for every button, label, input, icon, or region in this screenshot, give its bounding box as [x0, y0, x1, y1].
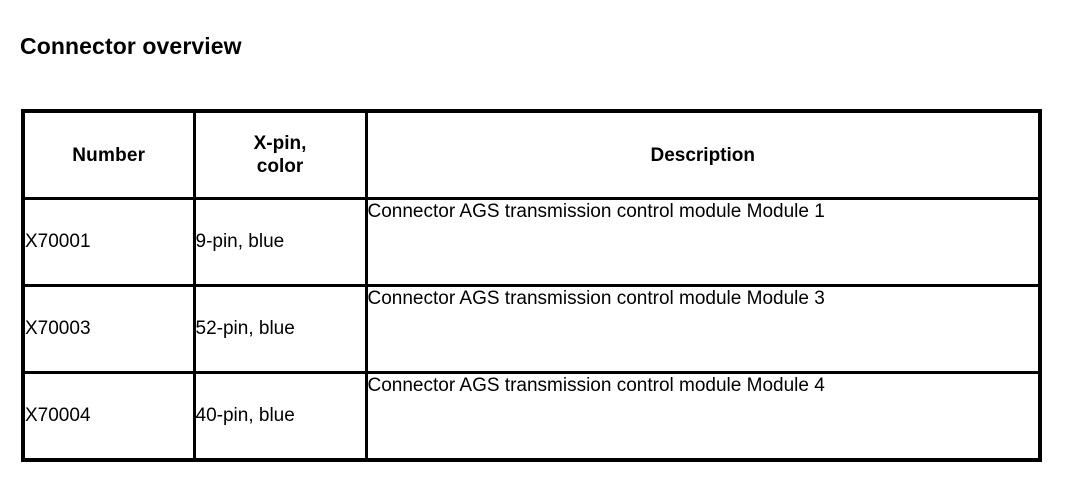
cell-number: X70001: [21, 197, 196, 287]
column-header-xpin-label-line2: color: [256, 156, 304, 177]
table-body: X70001 9-pin, blue Connector AGS transmi…: [21, 197, 1042, 462]
column-header-xpin-color: X-pin, color: [192, 109, 368, 200]
column-header-number: Number: [21, 109, 196, 200]
cell-number: X70004: [21, 371, 196, 462]
cell-description: Connector AGS transmission control modul…: [364, 371, 1042, 462]
table-header: Number X-pin, color Description: [21, 109, 1042, 200]
cell-xpin-color: 52-pin, blue: [192, 284, 368, 374]
connector-overview-table: Number X-pin, color Description X70001 9…: [21, 109, 1042, 462]
cell-xpin-color: 40-pin, blue: [192, 371, 368, 462]
column-header-description-label: Description: [650, 144, 756, 166]
cell-description: Connector AGS transmission control modul…: [364, 197, 1042, 287]
table-row: X70001 9-pin, blue Connector AGS transmi…: [21, 197, 1042, 287]
column-header-number-label: Number: [72, 144, 146, 166]
table-row: X70004 40-pin, blue Connector AGS transm…: [21, 371, 1042, 462]
column-header-xpin-label-line1: X-pin,: [253, 133, 307, 154]
cell-xpin-color: 9-pin, blue: [192, 197, 368, 287]
table-row: X70003 52-pin, blue Connector AGS transm…: [21, 284, 1042, 374]
column-header-description: Description: [364, 109, 1042, 200]
cell-description: Connector AGS transmission control modul…: [364, 284, 1042, 374]
table-header-row: Number X-pin, color Description: [21, 109, 1042, 200]
cell-number: X70003: [21, 284, 196, 374]
page-title: Connector overview: [20, 33, 242, 59]
